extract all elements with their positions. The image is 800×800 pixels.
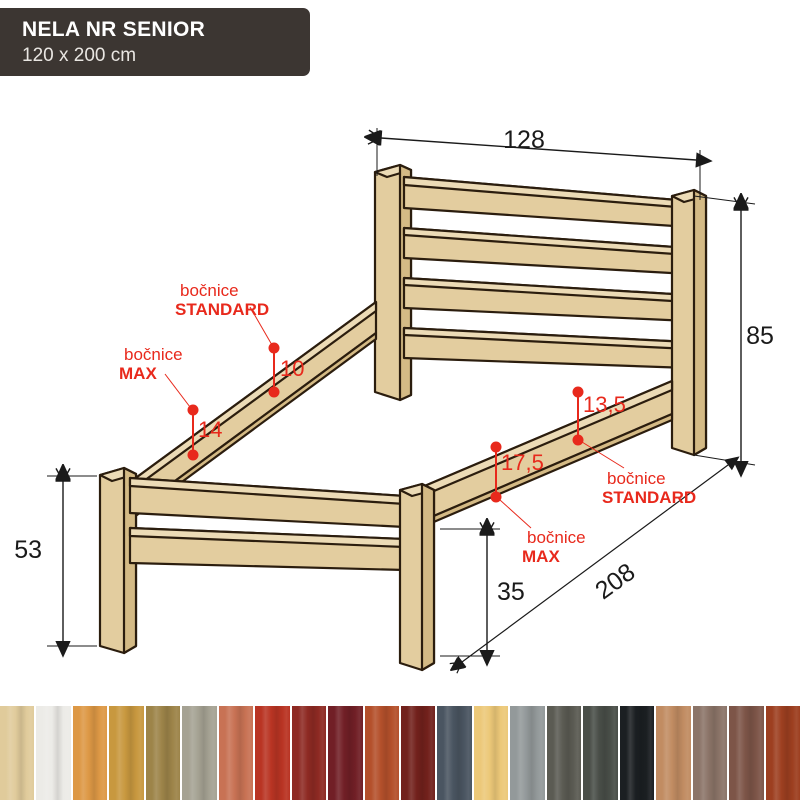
swatch-white[interactable] [36,706,73,800]
swatch-golden-oak[interactable] [109,706,146,800]
swatch-brown-walnut[interactable] [729,706,766,800]
footboard-slats [128,476,407,572]
annotation-left-standard-label2: STANDARD [175,300,269,319]
swatch-salmon[interactable] [218,706,256,800]
annotation-right-standard-label2: STANDARD [602,488,696,507]
annotation-right-max-value: 17,5 [501,450,544,475]
annotation-right-standard-label1: bočnice [607,469,666,488]
annotation-right-standard [572,386,625,469]
annotation-left-max-label2: MAX [119,364,157,383]
swatch-navy-grey[interactable] [437,706,474,800]
swatch-dark-grey[interactable] [546,706,584,800]
swatch-dark-red[interactable] [291,706,329,800]
title-banner: NELA NR SENIOR 120 x 200 cm [0,8,310,76]
annotation-right-standard-value: 13,5 [583,392,626,417]
dimension-label-headboard-height: 85 [746,322,774,350]
annotation-left-max [164,373,199,461]
dimension-label-footboard-height: 53 [14,536,42,564]
product-model-name: NELA NR SENIOR [22,18,206,41]
dimension-label-clearance: 35 [497,578,525,606]
swatch-burgundy[interactable] [328,706,365,800]
swatch-black[interactable] [619,706,657,800]
annotation-left-standard-value: 10 [280,356,304,381]
swatch-olive-brown[interactable] [145,706,183,800]
bed-frame-illustration [98,163,708,672]
swatch-grey-wood[interactable] [182,706,219,800]
swatch-charcoal[interactable] [583,706,620,800]
left-side-rail [120,300,378,528]
dimension-height-53 [47,476,97,646]
dimension-width-128 [377,128,700,200]
swatch-rust-wood[interactable] [765,706,800,800]
swatch-light-yellow[interactable] [473,706,511,800]
product-size-label: 120 x 200 cm [22,45,137,66]
dimension-label-length: 208 [590,558,640,605]
swatch-orange-red[interactable] [364,706,401,800]
bed-technical-drawing: 128 85 53 35 208 bočnice STANDARD 10 [14,126,774,706]
color-swatch-strip[interactable] [0,706,800,800]
dimension-label-width: 128 [503,126,545,154]
swatch-silver-grey[interactable] [510,706,547,800]
headboard-slats [402,175,691,370]
swatch-orange-oak[interactable] [72,706,110,800]
swatch-mahogany[interactable] [400,706,438,800]
annotation-right-max-label1: bočnice [527,528,586,547]
annotation-right-max-label2: MAX [522,547,560,566]
swatch-grey-walnut[interactable] [692,706,730,800]
headboard-right-post [670,188,708,457]
footboard-right-post [398,482,436,672]
swatch-red[interactable] [255,706,292,800]
annotation-right-max [490,441,532,529]
dimension-clearance-35 [440,529,500,656]
swatch-beige[interactable] [0,706,37,800]
annotation-left-max-value: 14 [198,417,222,442]
annotation-left-standard [249,306,280,398]
dimension-length-208 [462,465,728,662]
swatch-light-walnut[interactable] [656,706,693,800]
annotation-left-standard-label1: bočnice [180,281,239,300]
annotation-left-max-label1: bočnice [124,345,183,364]
